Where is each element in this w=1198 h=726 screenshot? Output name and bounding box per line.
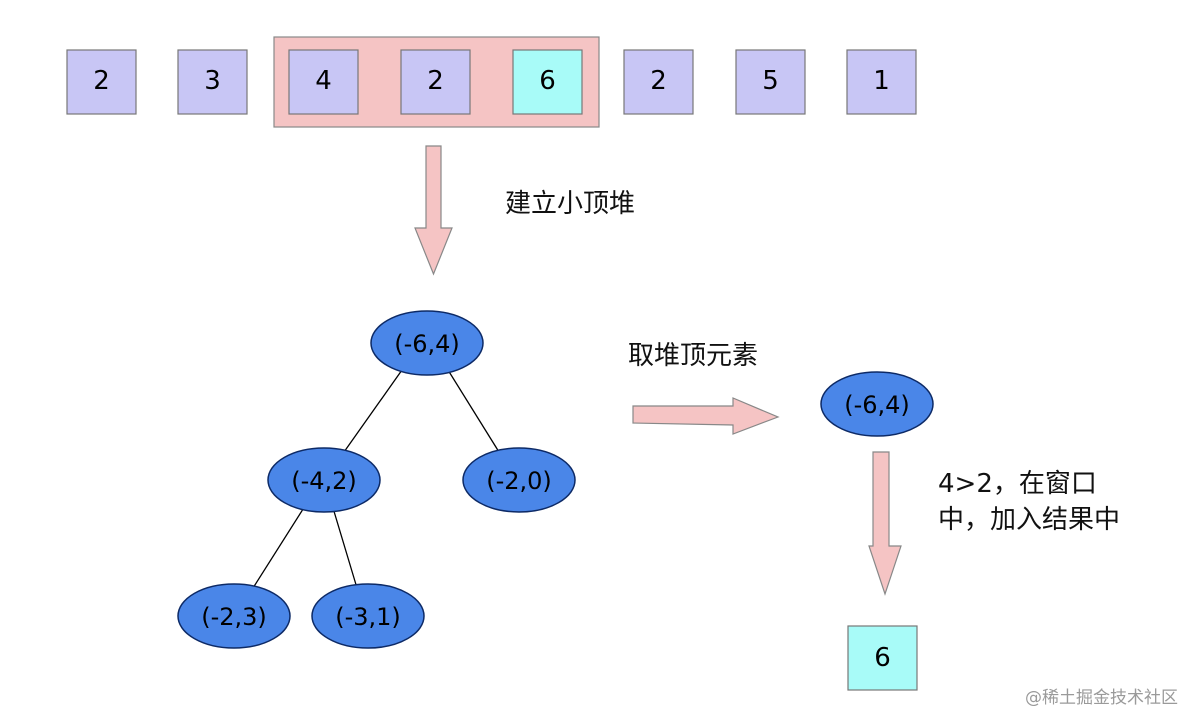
- edge-left-leftleft: [252, 505, 306, 589]
- heap-edges: [252, 369, 500, 589]
- array-cell: 2: [66, 49, 137, 115]
- watermark: @稀土掘金技术社区: [1025, 688, 1178, 708]
- array-cell-highlighted: 6: [512, 49, 583, 115]
- svg-text:(-6,4): (-6,4): [844, 391, 910, 419]
- array-cell: 2: [400, 49, 471, 115]
- heap-node-left-right: (-3,1): [311, 583, 425, 649]
- down-arrow-build-heap: [414, 145, 453, 276]
- array-cell-value: 2: [427, 66, 444, 96]
- heap-node-root: (-6,4): [370, 310, 484, 376]
- array-cell-value: 4: [315, 66, 332, 96]
- step-take-top-label: 取堆顶元素: [628, 341, 759, 371]
- array-cell-value: 1: [873, 66, 890, 96]
- svg-text:(-2,3): (-2,3): [201, 603, 267, 631]
- heap-node-left: (-4,2): [267, 447, 381, 513]
- array-cell-value: 6: [539, 66, 556, 96]
- array-cell-value: 3: [204, 66, 221, 96]
- step-compare-line1: 4>2，在窗口: [938, 469, 1097, 499]
- result-value: 6: [874, 643, 891, 673]
- right-arrow-take-top: [632, 397, 780, 435]
- array-cell-value: 2: [93, 66, 110, 96]
- result-cell: 6: [847, 625, 918, 691]
- popped-node: (-6,4): [820, 371, 934, 437]
- array-cell: 4: [288, 49, 359, 115]
- edge-root-left: [343, 369, 403, 453]
- step-compare-label: 4>2，在窗口 中，加入结果中: [938, 466, 1120, 539]
- step-compare-line2: 中，加入结果中: [938, 505, 1121, 536]
- heap-node-right: (-2,0): [462, 447, 576, 513]
- step-build-heap-label: 建立小顶堆: [505, 189, 636, 219]
- svg-text:(-3,1): (-3,1): [335, 603, 401, 631]
- array-cell: 2: [623, 49, 694, 115]
- edge-root-right: [447, 369, 500, 453]
- edge-left-leftright: [332, 507, 358, 589]
- array-cell: 3: [177, 49, 248, 115]
- array-cell: 1: [846, 49, 917, 115]
- array-cell: 5: [735, 49, 806, 115]
- array-cell-value: 5: [762, 66, 779, 96]
- svg-text:(-6,4): (-6,4): [394, 330, 460, 358]
- svg-text:(-2,0): (-2,0): [486, 467, 552, 495]
- array-cell-value: 2: [650, 66, 667, 96]
- svg-text:(-4,2): (-4,2): [291, 467, 357, 495]
- down-arrow-result: [868, 451, 902, 596]
- heap-node-left-left: (-2,3): [177, 583, 291, 649]
